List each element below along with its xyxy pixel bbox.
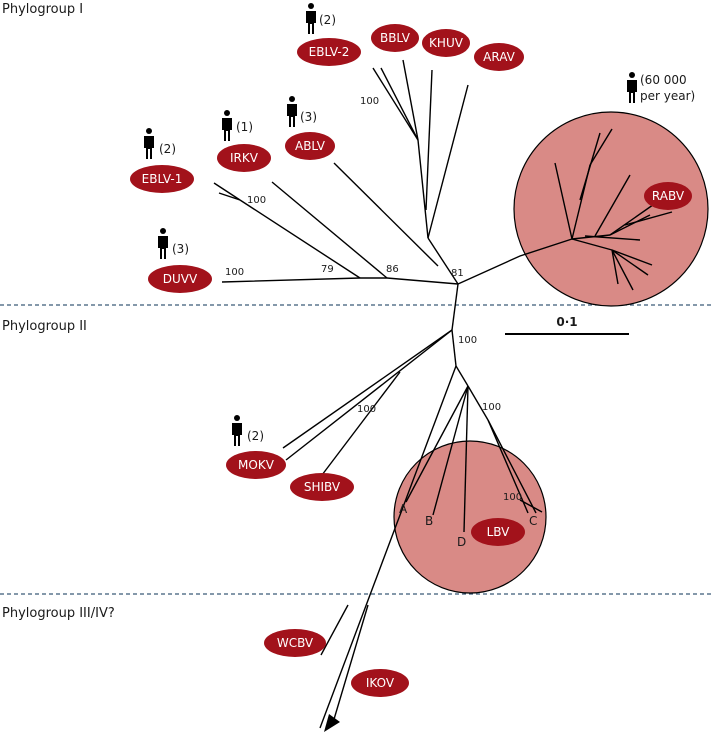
svg-text:IKOV: IKOV (366, 676, 395, 690)
lbv-clade-circle (393, 440, 547, 594)
branch-ebl2-sub (417, 139, 429, 239)
human-cases-rabv-line2: per year) (640, 89, 695, 103)
virus-pill-bblv: BBLV (371, 24, 419, 52)
branch-arav (427, 84, 469, 239)
virus-pill-lbv: LBV (471, 518, 525, 546)
svg-text:EBLV-2: EBLV-2 (309, 45, 350, 59)
virus-pill-ablv: ABLV (285, 132, 335, 160)
svg-text:LBV: LBV (487, 525, 511, 539)
svg-text:IRKV: IRKV (230, 151, 259, 165)
virus-pill-mokv: MOKV (226, 451, 286, 479)
branch-bblv (402, 59, 419, 141)
branch-eblv2 (372, 67, 419, 141)
scale-bar-label: 0·1 (556, 315, 577, 329)
backbone-branch (221, 277, 459, 285)
human-cases-mokv: (2) (247, 429, 264, 443)
svg-text:EBLV-1: EBLV-1 (142, 172, 183, 186)
person-icon (222, 110, 232, 141)
svg-text:WCBV: WCBV (277, 636, 314, 650)
tree-branches (213, 59, 673, 732)
virus-pill-wcbv: WCBV (264, 629, 326, 657)
rabv-subtree (554, 128, 673, 291)
human-cases-ablv: (3) (300, 110, 317, 124)
branch-irkv (271, 181, 388, 279)
virus-pill-eblv1: EBLV-1 (130, 165, 194, 193)
lbv-lineage-b: B (425, 514, 433, 528)
person-icon (627, 72, 637, 103)
branch-lbv-b (432, 385, 469, 516)
branch-wcbv-tip (320, 604, 349, 656)
svg-text:BBLV: BBLV (380, 31, 411, 45)
truncation-arrow-icon (324, 714, 340, 732)
branch-pg2-main (451, 329, 457, 367)
pg1-pg2-stem (451, 283, 459, 331)
person-icon (158, 228, 168, 259)
human-cases-eblv2: (2) (319, 13, 336, 27)
branch-rabv-stem (457, 238, 573, 285)
branch-eblv1b (218, 192, 241, 201)
bootstrap-duvv: 100 (225, 267, 244, 278)
svg-text:ARAV: ARAV (483, 50, 516, 64)
branch-eblv2b (380, 67, 419, 141)
branch-shibv (321, 371, 401, 476)
svg-text:SHIBV: SHIBV (304, 480, 341, 494)
bootstrap-79: 79 (321, 264, 334, 275)
svg-text:ABLV: ABLV (295, 139, 326, 153)
phylogroup-3-label: Phylogroup III/IV? (2, 606, 115, 621)
virus-pill-khuv: KHUV (422, 29, 470, 57)
person-icon (144, 128, 154, 159)
branch-lbv-c (487, 419, 537, 514)
branch-lbv-d (463, 385, 469, 533)
svg-text:KHUV: KHUV (429, 36, 464, 50)
virus-pill-rabv: RABV (644, 182, 692, 210)
branch-lbv-c2 (487, 419, 529, 514)
bootstrap-81: 81 (451, 268, 464, 279)
svg-text:MOKV: MOKV (238, 458, 275, 472)
virus-pill-eblv2: EBLV-2 (297, 38, 361, 66)
svg-text:DUVV: DUVV (163, 272, 198, 286)
lbv-lineage-d: D (457, 535, 466, 549)
bootstrap-eblv1-irkv: 100 (247, 195, 266, 206)
branch-wcbv (319, 365, 457, 729)
person-icon (306, 3, 316, 34)
virus-pill-arav: ARAV (474, 43, 524, 71)
branch-lbv-stem (455, 365, 469, 387)
bootstrap-mokv-shibv: 100 (357, 404, 376, 415)
bootstrap-lbv-c: 100 (503, 492, 522, 503)
virus-pill-duvv: DUVV (148, 265, 212, 293)
branch-ikov (331, 604, 369, 727)
virus-pill-ikov: IKOV (351, 669, 409, 697)
phylogroup-2-label: Phylogroup II (2, 319, 87, 334)
branch-ebl2-group (427, 237, 459, 285)
person-icon (287, 96, 297, 127)
branch-lbv-a (405, 385, 469, 503)
bootstrap-86: 86 (386, 264, 399, 275)
branch-lbv-c3 (519, 499, 543, 513)
human-cases-duvv: (3) (172, 242, 189, 256)
branch-eblv1 (213, 182, 241, 201)
branch-lbv-c-stem (467, 385, 489, 421)
branch-eblv1-group (239, 199, 361, 279)
bootstrap-ebl2-clade: 100 (360, 96, 379, 107)
bootstrap-lbv-clade: 100 (482, 402, 501, 413)
branch-khuv (425, 69, 433, 211)
branch-mokv-b (285, 329, 453, 461)
human-cases-irkv: (1) (236, 120, 253, 134)
lbv-lineage-c: C (529, 514, 537, 528)
branch-mokv (282, 329, 453, 449)
lbv-lineage-a: A (399, 502, 408, 516)
virus-pill-irkv: IRKV (217, 144, 271, 172)
svg-text:RABV: RABV (652, 189, 685, 203)
virus-pill-shibv: SHIBV (290, 473, 354, 501)
human-cases-rabv-line1: (60 000 (640, 73, 687, 87)
person-icon (232, 415, 242, 446)
bootstrap-pg2-root: 100 (458, 335, 477, 346)
phylogroup-1-label: Phylogroup I (2, 2, 83, 17)
branch-ablv (333, 162, 439, 267)
human-cases-eblv1: (2) (159, 142, 176, 156)
